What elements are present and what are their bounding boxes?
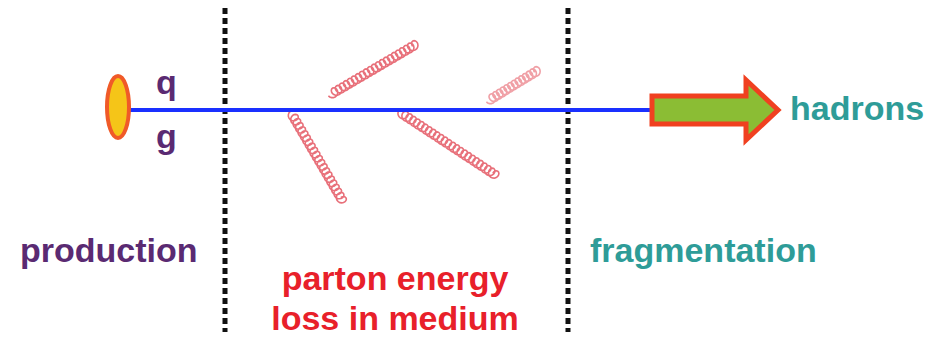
parton-line: [118, 108, 652, 112]
quark-label: q: [156, 62, 177, 102]
dashed-boundary: [566, 8, 571, 332]
stage-label: production: [20, 230, 198, 270]
gluon-spring: [288, 111, 346, 203]
stage-label: fragmentation: [590, 230, 817, 270]
gluon-spring: [398, 111, 499, 178]
dashed-boundary: [223, 8, 228, 332]
production-vertex: [107, 76, 129, 138]
hadron-arrow: [652, 80, 778, 140]
gluon-spring: [486, 67, 540, 104]
gluon-label: g: [156, 116, 177, 156]
hadrons-label: hadrons: [790, 88, 924, 128]
gluon-spring: [328, 41, 418, 98]
stage-label: parton energy loss in medium: [255, 258, 535, 338]
